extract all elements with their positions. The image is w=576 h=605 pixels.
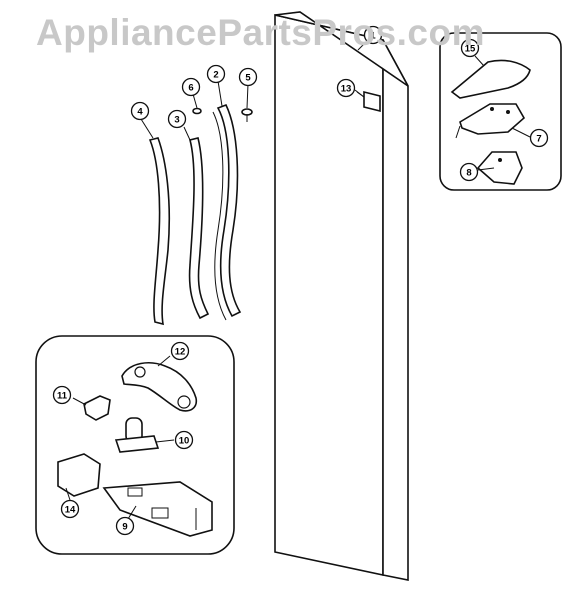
- callout-3: 3: [167, 109, 187, 129]
- callout-12: 12: [170, 341, 190, 361]
- trim-strip-2: [212, 103, 242, 321]
- callout-label: 12: [175, 347, 186, 358]
- screw: [241, 108, 253, 122]
- callout-14: 14: [60, 499, 80, 519]
- callout-label: 10: [179, 436, 190, 447]
- callout-label: 14: [65, 505, 76, 516]
- callout-2: 2: [206, 64, 226, 84]
- trim-strip-3: [188, 137, 210, 320]
- callout-label: 8: [466, 168, 471, 179]
- callout-15: 15: [460, 38, 480, 58]
- callouts: 1 2 3 4 5 6 7 8: [52, 25, 549, 536]
- callout-label: 4: [137, 107, 143, 118]
- callout-4: 4: [130, 101, 150, 121]
- callout-11: 11: [52, 385, 72, 405]
- trim-strip-4: [148, 137, 171, 326]
- callout-label: 2: [213, 70, 218, 81]
- callout-label: 11: [57, 391, 68, 402]
- callout-label: 3: [174, 115, 179, 126]
- leader-lines: [65, 39, 531, 520]
- hinge-bottom-group: [35, 335, 235, 555]
- callout-10: 10: [174, 430, 194, 450]
- callout-1: 1: [363, 25, 383, 45]
- callout-6: 6: [181, 77, 201, 97]
- callout-label: 1: [370, 31, 376, 42]
- hinge-top-group: [439, 32, 562, 191]
- callout-label: 9: [122, 522, 127, 533]
- callout-label: 6: [188, 83, 193, 94]
- callout-13: 13: [336, 78, 356, 98]
- door-panel: [274, 11, 409, 581]
- callout-7: 7: [529, 128, 549, 148]
- clip-small: [192, 107, 202, 115]
- callout-9: 9: [115, 516, 135, 536]
- callout-5: 5: [238, 67, 258, 87]
- callout-label: 15: [465, 44, 476, 55]
- callout-label: 7: [536, 134, 541, 145]
- callout-label: 13: [341, 84, 352, 95]
- callout-8: 8: [459, 162, 479, 182]
- callout-label: 5: [245, 73, 251, 84]
